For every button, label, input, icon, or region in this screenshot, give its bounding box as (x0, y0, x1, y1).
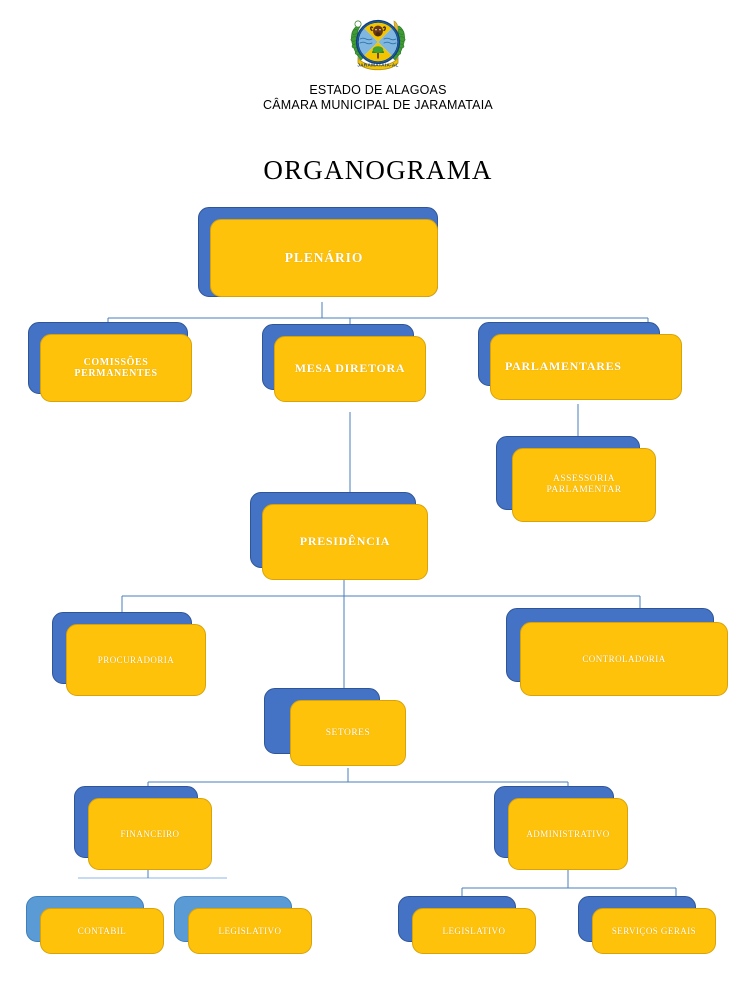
node-administrativo-label: ADMINISTRATIVO (508, 798, 628, 870)
node-financeiro[interactable]: FINANCEIRO (74, 786, 212, 870)
node-comissoes-permanentes-label: COMISSÕES PERMANENTES (40, 334, 192, 402)
node-parlamentares[interactable]: PARLAMENTARES (478, 322, 682, 400)
svg-text:JARAMATAIA-AL: JARAMATAIA-AL (357, 63, 398, 68)
node-assessoria-parlamentar[interactable]: ASSESSORIA PARLAMENTAR (496, 436, 656, 522)
node-financeiro-label: FINANCEIRO (88, 798, 212, 870)
node-label-line-1: ASSESSORIA (552, 474, 616, 485)
header-state-line: ESTADO DE ALAGOAS (309, 83, 447, 97)
node-procuradoria[interactable]: PROCURADORIA (52, 612, 206, 696)
page-title: ORGANOGRAMA (263, 155, 493, 185)
node-mesa-diretora-label: MESA DIRETORA (274, 336, 426, 402)
node-parlamentares-label: PARLAMENTARES (490, 334, 682, 400)
node-contabil-label: CONTABIL (40, 908, 164, 954)
node-servicos-gerais-label: SERVIÇOS GERAIS (592, 908, 716, 954)
node-label-line-1: COMISSÕES (83, 356, 149, 368)
node-plenario[interactable]: PLENÁRIO (198, 207, 438, 297)
node-comissoes-permanentes[interactable]: COMISSÕES PERMANENTES (28, 322, 192, 402)
node-administrativo[interactable]: ADMINISTRATIVO (494, 786, 628, 870)
node-contabil[interactable]: CONTABIL (26, 896, 164, 954)
brasao-jaramataia-coat-of-arms-icon: JARAMATAIA-AL (345, 8, 411, 78)
node-mesa-diretora[interactable]: MESA DIRETORA (262, 324, 426, 402)
node-servicos-gerais[interactable]: SERVIÇOS GERAIS (578, 896, 716, 954)
node-label-line-2: PARLAMENTAR (546, 485, 622, 495)
node-legislativo-financeiro-label: LEGISLATIVO (188, 908, 312, 954)
node-setores-label: SETORES (290, 700, 406, 766)
node-presidencia-label: PRESIDÊNCIA (262, 504, 428, 580)
node-controladoria[interactable]: CONTROLADORIA (506, 608, 728, 696)
node-plenario-label: PLENÁRIO (210, 219, 438, 297)
node-procuradoria-label: PROCURADORIA (66, 624, 206, 696)
node-legislativo-administrativo[interactable]: LEGISLATIVO (398, 896, 536, 954)
node-presidencia[interactable]: PRESIDÊNCIA (250, 492, 428, 580)
node-setores[interactable]: SETORES (264, 688, 406, 766)
node-assessoria-parlamentar-label: ASSESSORIA PARLAMENTAR (512, 448, 656, 522)
node-legislativo-administrativo-label: LEGISLATIVO (412, 908, 536, 954)
node-controladoria-label: CONTROLADORIA (520, 622, 728, 696)
header-institution-line: CÂMARA MUNICIPAL DE JARAMATAIA (263, 98, 493, 112)
node-legislativo-financeiro[interactable]: LEGISLATIVO (174, 896, 312, 954)
node-label-line-2: PERMANENTES (74, 368, 158, 379)
